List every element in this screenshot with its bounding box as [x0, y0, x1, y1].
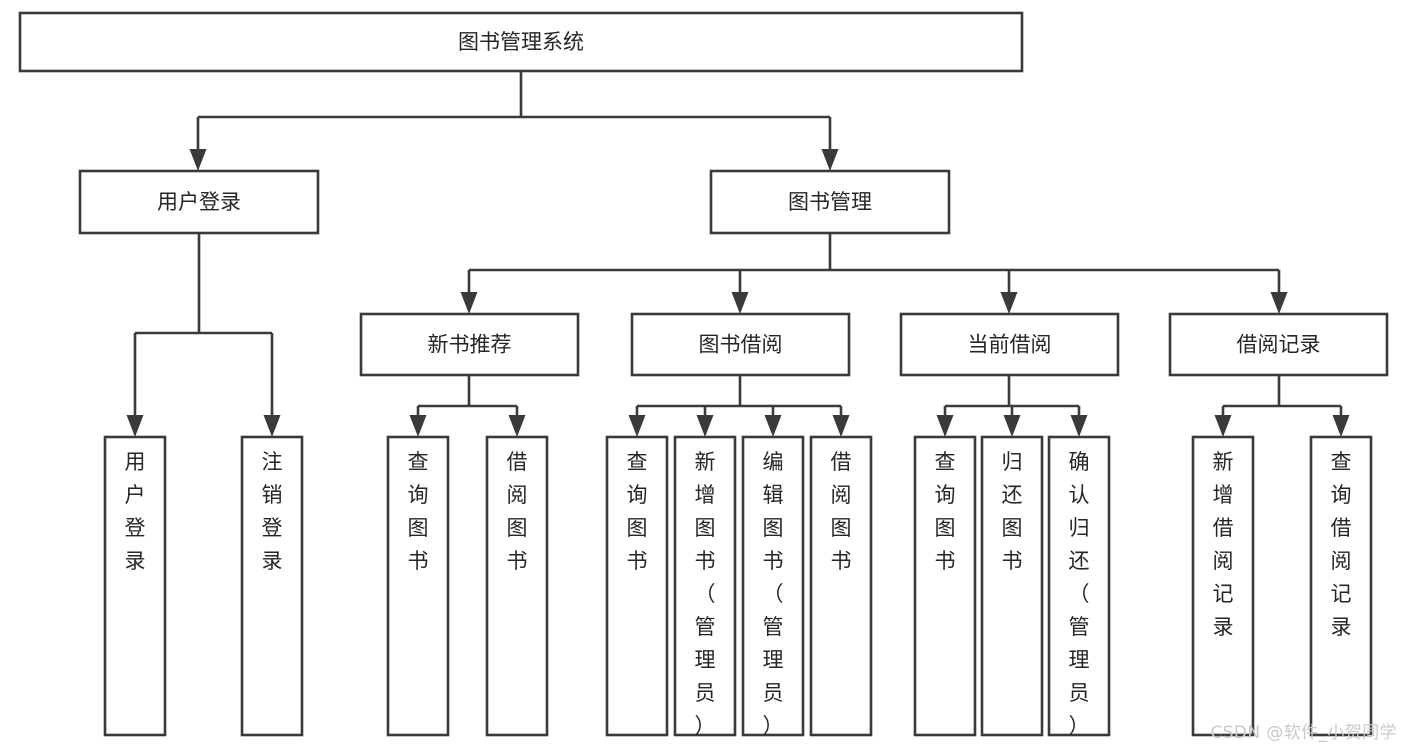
- node-box[interactable]: [103, 435, 167, 737]
- node-leaf-query-book-c[interactable]: 查询图书: [913, 435, 977, 737]
- arrowhead-icon: [263, 415, 281, 437]
- node-label: 当前借阅: [968, 333, 1052, 357]
- node-box[interactable]: [1168, 312, 1389, 377]
- node-box[interactable]: [1047, 435, 1111, 737]
- node-user-login[interactable]: 用户登录: [78, 169, 320, 235]
- node-box[interactable]: [485, 435, 549, 737]
- edge-e-borrowrecord-split: [1214, 375, 1350, 437]
- node-label: 借阅图书: [507, 450, 528, 573]
- node-label: 新增借阅记录: [1213, 450, 1234, 639]
- node-label: 查询图书: [627, 450, 648, 573]
- arrowhead-icon: [936, 415, 954, 437]
- node-label: 新书推荐: [428, 333, 512, 357]
- node-leaf-query-record[interactable]: 查询借阅记录: [1309, 435, 1373, 737]
- node-root[interactable]: 图书管理系统: [18, 11, 1024, 73]
- arrowhead-icon: [1070, 415, 1088, 437]
- arrowhead-icon: [460, 292, 478, 314]
- arrowhead-icon: [764, 415, 782, 437]
- arrowhead-icon: [832, 415, 850, 437]
- node-box[interactable]: [630, 312, 851, 377]
- arrowhead-icon: [409, 415, 427, 437]
- node-book-manage[interactable]: 图书管理: [709, 169, 951, 235]
- node-box[interactable]: [913, 435, 977, 737]
- node-label: 确认归还（管理员）: [1069, 450, 1090, 738]
- node-box[interactable]: [1309, 435, 1373, 737]
- node-leaf-confirm-return[interactable]: 确认归还（管理员）: [1047, 435, 1111, 738]
- node-label: 查询图书: [408, 450, 429, 573]
- node-label: 查询图书: [935, 450, 956, 573]
- arrowhead-icon: [731, 292, 749, 314]
- arrowhead-icon: [696, 415, 714, 437]
- node-leaf-edit-book[interactable]: 编辑图书（管理员）: [741, 435, 805, 738]
- node-label: 用户登录: [157, 190, 241, 214]
- node-label: 查询借阅记录: [1331, 450, 1352, 639]
- node-leaf-logout[interactable]: 注销登录: [240, 435, 304, 737]
- edge-e-userlogin-split: [126, 233, 281, 437]
- node-label: 借阅记录: [1237, 333, 1321, 357]
- arrowhead-icon: [1000, 292, 1018, 314]
- node-box[interactable]: [359, 312, 580, 377]
- node-current-borrow[interactable]: 当前借阅: [899, 312, 1120, 377]
- node-label: 注销登录: [262, 450, 283, 573]
- arrowhead-icon: [821, 149, 839, 171]
- node-leaf-add-record[interactable]: 新增借阅记录: [1191, 435, 1255, 737]
- node-leaf-query-book-b[interactable]: 查询图书: [605, 435, 669, 737]
- node-box[interactable]: [741, 435, 805, 737]
- watermark-label: CSDN @软件_小贺同学: [1210, 723, 1397, 743]
- node-label: 借阅图书: [831, 450, 852, 573]
- node-box[interactable]: [809, 435, 873, 737]
- node-box[interactable]: [78, 169, 320, 235]
- node-label: 新增图书（管理员）: [695, 450, 716, 738]
- edge-e-currentborrow-split: [936, 375, 1088, 437]
- node-box[interactable]: [980, 435, 1044, 737]
- node-leaf-return-book[interactable]: 归还图书: [980, 435, 1044, 737]
- arrowhead-icon: [1214, 415, 1232, 437]
- edge-e-newbook-split: [409, 375, 526, 437]
- node-label: 图书借阅: [699, 333, 783, 357]
- node-box[interactable]: [240, 435, 304, 737]
- node-book-borrow[interactable]: 图书借阅: [630, 312, 851, 377]
- node-label: 归还图书: [1002, 450, 1023, 573]
- node-borrow-record[interactable]: 借阅记录: [1168, 312, 1389, 377]
- node-box[interactable]: [709, 169, 951, 235]
- edge-e-root-split: [189, 71, 839, 171]
- arrowhead-icon: [1270, 292, 1288, 314]
- node-label: 用户登录: [125, 450, 146, 573]
- arrowhead-icon: [1003, 415, 1021, 437]
- edges-layer: [126, 71, 1350, 437]
- node-box[interactable]: [605, 435, 669, 737]
- node-label: 编辑图书（管理员）: [763, 450, 784, 738]
- node-leaf-user-login[interactable]: 用户登录: [103, 435, 167, 737]
- nodes-layer: 图书管理系统用户登录图书管理新书推荐图书借阅当前借阅借阅记录用户登录注销登录查询…: [18, 11, 1389, 738]
- arrowhead-icon: [628, 415, 646, 437]
- node-new-book-rec[interactable]: 新书推荐: [359, 312, 580, 377]
- node-box[interactable]: [673, 435, 737, 737]
- node-box[interactable]: [386, 435, 450, 737]
- arrowhead-icon: [508, 415, 526, 437]
- node-label: 图书管理系统: [458, 30, 584, 54]
- node-label: 图书管理: [788, 190, 872, 214]
- node-box[interactable]: [18, 11, 1024, 73]
- node-leaf-add-book[interactable]: 新增图书（管理员）: [673, 435, 737, 738]
- edge-e-bookborrow-split: [628, 375, 850, 437]
- edge-e-bookmanage-split: [460, 233, 1288, 314]
- node-box[interactable]: [1191, 435, 1255, 737]
- node-leaf-query-book-rec[interactable]: 查询图书: [386, 435, 450, 737]
- arrowhead-icon: [189, 149, 207, 171]
- node-leaf-borrow-book-rec[interactable]: 借阅图书: [485, 435, 549, 737]
- arrowhead-icon: [1332, 415, 1350, 437]
- arrowhead-icon: [126, 415, 144, 437]
- node-leaf-borrow-book-b[interactable]: 借阅图书: [809, 435, 873, 737]
- node-box[interactable]: [899, 312, 1120, 377]
